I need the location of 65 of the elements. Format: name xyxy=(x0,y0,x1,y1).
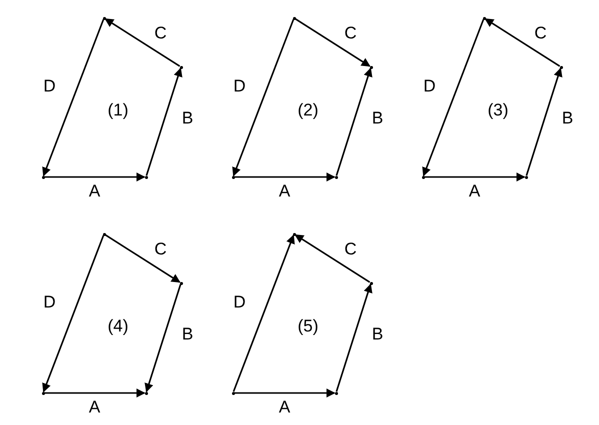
vector-label: C xyxy=(534,24,547,41)
vector-arrow xyxy=(144,284,182,392)
vector-label: A xyxy=(88,182,100,200)
vector-label: A xyxy=(88,398,100,416)
vertex-dot xyxy=(422,176,424,178)
vertex-dot xyxy=(180,282,182,284)
vector-label: B xyxy=(182,110,194,126)
vector-arrow xyxy=(232,234,295,392)
vector-label: C xyxy=(344,240,357,257)
vector-arrow xyxy=(484,18,560,67)
vertex-dot xyxy=(102,232,106,236)
vertex-dot xyxy=(144,176,148,178)
vector-arrow xyxy=(336,68,372,176)
vertex-dot xyxy=(334,392,338,394)
figure-number: (2) xyxy=(298,102,318,118)
vector-label: D xyxy=(233,293,246,310)
vector-arrow xyxy=(336,284,372,392)
vector-arrow xyxy=(526,68,562,176)
vertex-dot xyxy=(180,66,182,68)
vector-arrow xyxy=(424,172,526,182)
vertex-dot xyxy=(232,176,234,178)
vertex-dot xyxy=(524,176,528,178)
vector-arrow xyxy=(44,172,146,182)
vector-label: B xyxy=(182,326,194,342)
vector-label: B xyxy=(562,110,574,126)
vertex-dot xyxy=(102,16,106,20)
vector-label: C xyxy=(154,240,167,257)
vector-arrow xyxy=(234,172,336,182)
vector-arrow xyxy=(294,18,370,67)
vector-arrow xyxy=(146,68,182,176)
vector-label: C xyxy=(344,24,357,41)
vector-label: A xyxy=(278,182,290,200)
vector-arrow xyxy=(104,234,180,283)
vector-label: D xyxy=(233,77,246,94)
vertex-dot xyxy=(292,16,296,20)
figure-number: (1) xyxy=(108,102,128,118)
vertex-dot xyxy=(232,392,234,394)
vertex-dot xyxy=(560,66,562,68)
vector-arrow xyxy=(104,18,180,67)
vertex-dot xyxy=(370,282,372,284)
figure-number: (3) xyxy=(488,102,508,118)
vector-arrow xyxy=(232,19,294,176)
vector-arrow xyxy=(234,388,336,398)
vertex-dot xyxy=(370,66,372,68)
vector-arrow xyxy=(44,388,146,398)
figure-number: (5) xyxy=(298,318,318,334)
vector-label: B xyxy=(372,110,384,126)
vector-label: D xyxy=(423,77,436,94)
vector-label: C xyxy=(154,24,167,41)
vertex-dot xyxy=(42,176,44,178)
vector-arrow xyxy=(42,235,104,392)
vector-arrow xyxy=(422,19,484,176)
vector-arrow xyxy=(294,234,370,283)
vector-label: A xyxy=(278,398,290,416)
vertex-dot xyxy=(482,16,486,20)
vector-label: D xyxy=(43,293,56,310)
vertex-dot xyxy=(334,176,338,178)
vector-label: B xyxy=(372,326,384,342)
vector-label: D xyxy=(43,77,56,94)
vertex-dot xyxy=(292,232,296,236)
vector-label: A xyxy=(468,182,480,200)
vertex-dot xyxy=(42,392,44,394)
figure-number: (4) xyxy=(108,318,128,334)
vertex-dot xyxy=(144,392,148,394)
vector-arrow xyxy=(42,19,104,176)
